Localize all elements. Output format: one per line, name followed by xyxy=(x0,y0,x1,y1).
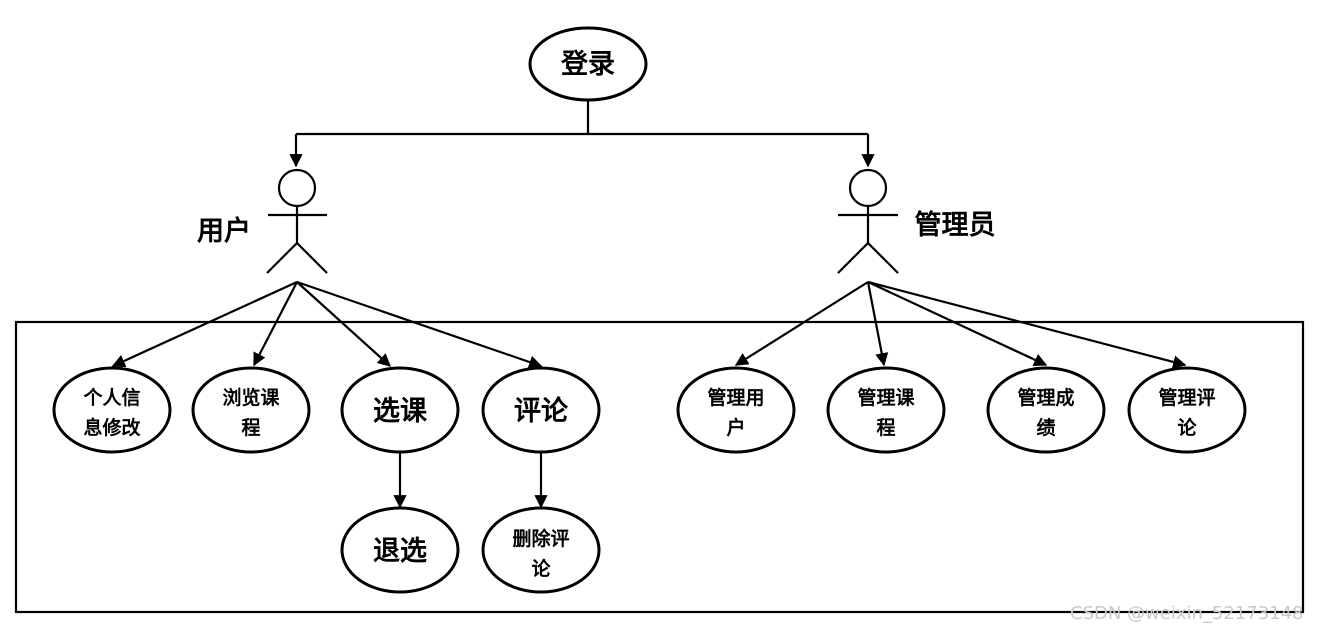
system-boundary xyxy=(14,320,1305,614)
use-case-comment: 评论 xyxy=(481,366,601,454)
delete-comment-line1: 删除评 xyxy=(512,527,569,550)
edit-info-line1: 个人信 xyxy=(82,386,140,409)
manage-users-line1: 管理用 xyxy=(707,386,764,409)
manage-comments-line2: 论 xyxy=(1177,416,1197,439)
comment-label: 评论 xyxy=(514,396,569,427)
use-case-manage-grades: 管理成 绩 xyxy=(986,366,1106,454)
login-label: 登录 xyxy=(560,49,615,80)
admin-actor-icon xyxy=(837,168,899,274)
withdraw-label: 退选 xyxy=(373,536,427,567)
use-case-select: 选课 xyxy=(340,366,460,454)
delete-comment-line2: 论 xyxy=(531,557,551,580)
manage-courses-line2: 程 xyxy=(876,417,895,439)
admin-arrows xyxy=(734,280,1187,369)
user-actor-icon xyxy=(266,168,328,274)
edit-info-line2: 息修改 xyxy=(83,416,141,439)
use-case-manage-users: 管理用 户 xyxy=(676,366,796,454)
admin-actor-label: 管理员 xyxy=(915,210,996,241)
browse-line1: 浏览课 xyxy=(222,386,280,409)
user-actor-label: 用户 xyxy=(197,215,251,247)
manage-users-line2: 户 xyxy=(726,416,745,439)
use-case-browse: 浏览课 程 xyxy=(191,366,311,454)
manage-comments-line1: 管理评 xyxy=(1158,386,1215,409)
browse-line2: 程 xyxy=(241,417,260,439)
use-case-manage-courses: 管理课 程 xyxy=(826,366,946,454)
manage-grades-line2: 绩 xyxy=(1036,416,1055,439)
use-case-withdraw: 退选 xyxy=(340,506,460,594)
user-arrows xyxy=(111,280,548,509)
use-case-delete-comment: 删除评 论 xyxy=(481,506,601,594)
login-connectors xyxy=(289,100,875,168)
use-case-manage-comments: 管理评 论 xyxy=(1127,366,1247,454)
use-case-edit-info: 个人信 息修改 xyxy=(52,366,172,454)
watermark: CSDN @weixin_52173148 xyxy=(1070,603,1304,624)
select-label: 选课 xyxy=(373,396,428,427)
manage-grades-line1: 管理成 xyxy=(1017,386,1074,409)
manage-courses-line1: 管理课 xyxy=(857,386,915,409)
